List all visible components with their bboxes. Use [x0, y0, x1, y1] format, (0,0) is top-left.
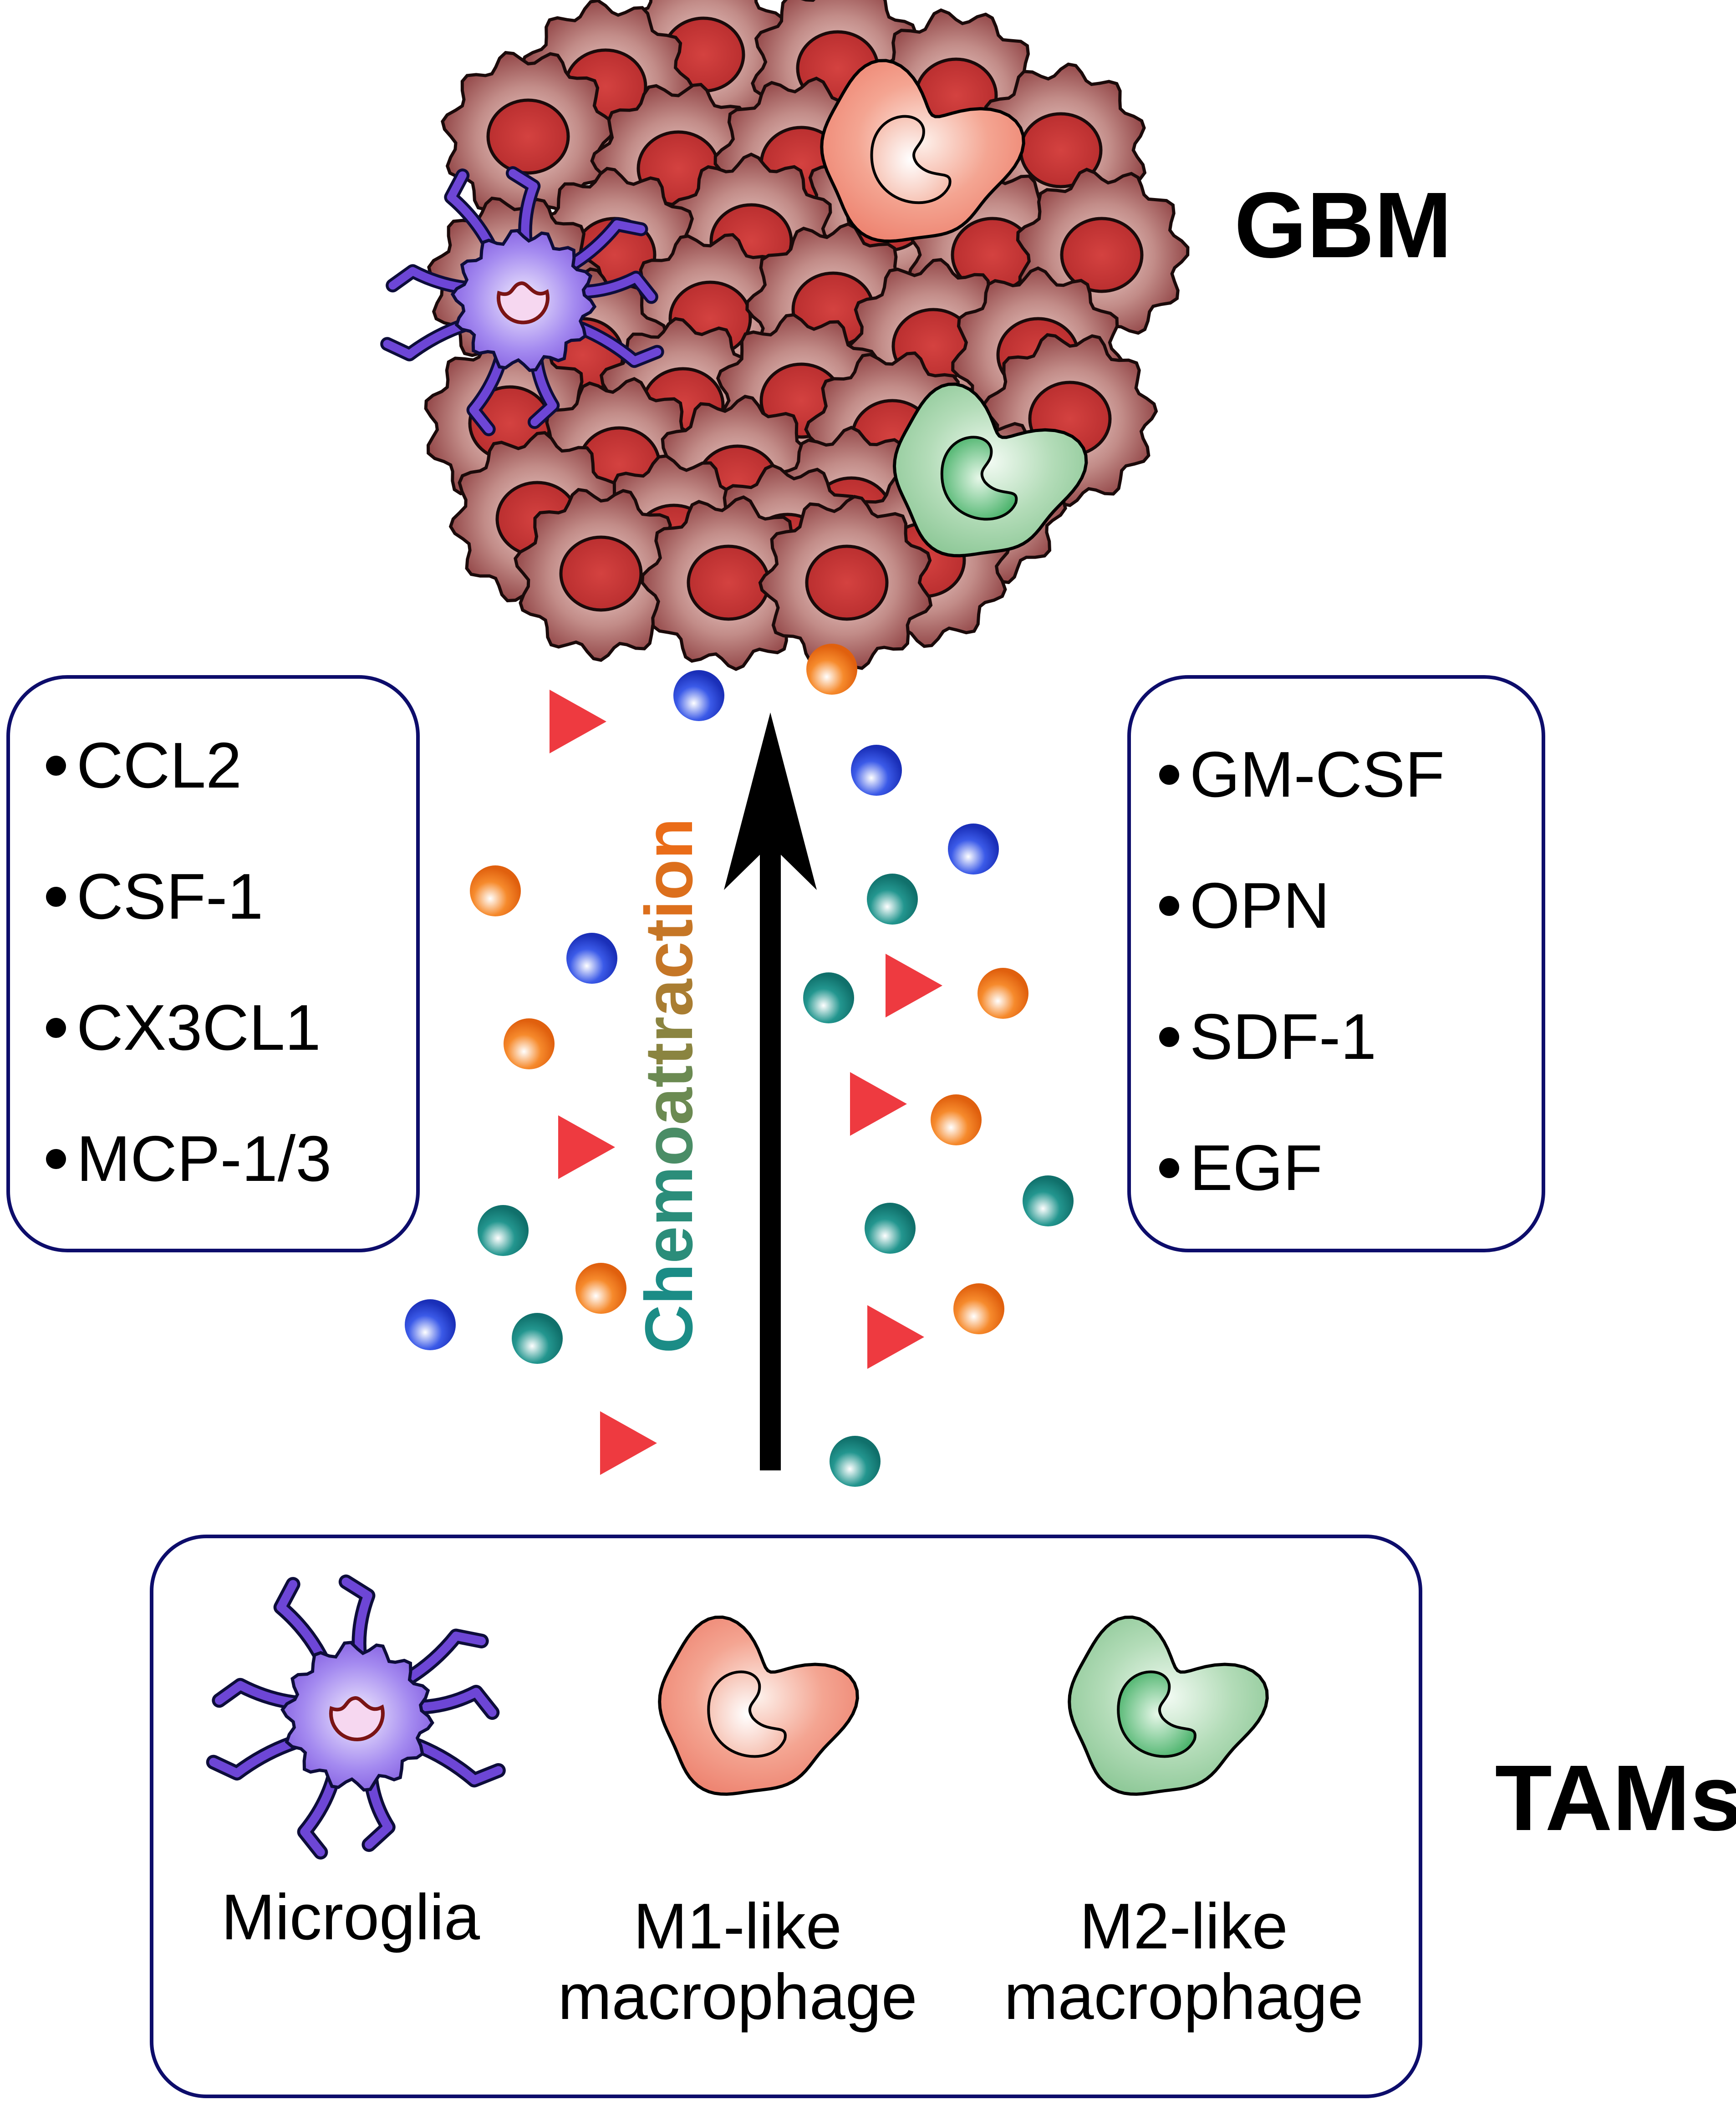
blue-chemokine-sphere	[851, 745, 902, 796]
macrophage-nucleus	[1117, 1670, 1196, 1758]
teal-chemokine-sphere	[830, 1436, 881, 1487]
cytokine-label: MCP-1/3	[76, 1123, 331, 1195]
tam-cell-label: M2-like	[1079, 1890, 1288, 1963]
teal-chemokine-sphere	[478, 1205, 529, 1256]
tumor-cell	[514, 488, 689, 662]
blue-chemokine-sphere	[405, 1299, 456, 1350]
bullet-icon	[46, 756, 66, 776]
orange-chemokine-sphere	[504, 1018, 555, 1069]
tumor-nucleus	[687, 544, 770, 621]
tams-title: TAMs	[1495, 1746, 1736, 1850]
bullet-icon	[1159, 765, 1179, 785]
red-chemokine-triangle	[600, 1411, 657, 1475]
macrophage-nucleus	[707, 1670, 787, 1758]
bullet-icon	[46, 887, 66, 907]
right-box-frame	[1127, 675, 1545, 1252]
orange-chemokine-sphere	[575, 1263, 626, 1314]
tam-cell-label: M1-like	[633, 1890, 842, 1963]
red-chemokine-triangle	[850, 1072, 907, 1136]
chemoattraction-label: Chemoattraction	[631, 818, 707, 1353]
m1-macrophage-icon	[658, 1615, 859, 1796]
microglia-icon	[206, 1574, 506, 1860]
teal-chemokine-sphere	[512, 1313, 563, 1364]
left-box-frame	[6, 675, 420, 1252]
tam-cell-label: Microglia	[221, 1881, 480, 1953]
tumor-m1-macrophage-icon	[820, 59, 1025, 243]
tumor-nucleus	[1060, 217, 1144, 293]
red-chemokine-triangle	[550, 690, 606, 753]
tumor-microglia-icon	[380, 166, 664, 437]
red-chemokine-triangle	[558, 1115, 615, 1179]
cytokine-label: SDF-1	[1190, 1001, 1376, 1073]
blue-chemokine-sphere	[673, 670, 724, 721]
bullet-icon	[46, 1149, 66, 1169]
teal-chemokine-sphere	[867, 874, 918, 925]
bullet-icon	[1159, 1158, 1179, 1178]
cytokine-label: CCL2	[76, 729, 242, 802]
teal-chemokine-sphere	[803, 972, 854, 1023]
tumor-cell	[441, 51, 616, 225]
orange-chemokine-sphere	[931, 1094, 982, 1145]
blue-chemokine-sphere	[948, 824, 999, 875]
orange-chemokine-sphere	[977, 968, 1028, 1019]
macrophage-nucleus	[870, 115, 952, 204]
bullet-icon	[1159, 896, 1179, 916]
tumor-nucleus	[805, 544, 889, 621]
cytokine-label: EGF	[1190, 1132, 1323, 1204]
gbm-title: GBM	[1234, 173, 1452, 277]
orange-chemokine-sphere	[953, 1283, 1004, 1334]
microglia-nucleus	[329, 1696, 385, 1742]
cytokine-label: CSF-1	[76, 860, 263, 933]
macrophage-nucleus	[940, 436, 1018, 521]
bullet-icon	[46, 1018, 66, 1038]
blue-chemokine-sphere	[566, 933, 617, 984]
tumor-cell	[641, 495, 814, 671]
teal-chemokine-sphere	[1023, 1175, 1074, 1226]
teal-chemokine-sphere	[865, 1203, 916, 1254]
bullet-icon	[1159, 1027, 1179, 1047]
tumor-nucleus	[559, 535, 643, 612]
arrow-head-icon	[724, 712, 817, 890]
orange-chemokine-sphere	[806, 644, 857, 695]
chemoattraction-arrow	[724, 712, 817, 1470]
m2-macrophage-icon	[1068, 1615, 1269, 1796]
red-chemokine-triangle	[886, 954, 942, 1017]
gbm-tumor	[380, 0, 1190, 671]
tumor-nucleus	[486, 98, 570, 175]
tam-cell-label: macrophage	[1004, 1961, 1363, 2033]
chemokine-particles	[405, 644, 1074, 1487]
cytokine-label: GM-CSF	[1190, 738, 1445, 811]
tumor-cell	[758, 495, 933, 670]
orange-chemokine-sphere	[470, 865, 521, 916]
tumor-m2-macrophage-icon	[892, 382, 1088, 558]
red-chemokine-triangle	[867, 1305, 924, 1369]
cytokine-label: OPN	[1190, 869, 1330, 942]
tam-cell-label: macrophage	[558, 1961, 917, 2033]
microglia-nucleus	[496, 281, 550, 325]
cytokine-label: CX3CL1	[76, 991, 321, 1064]
